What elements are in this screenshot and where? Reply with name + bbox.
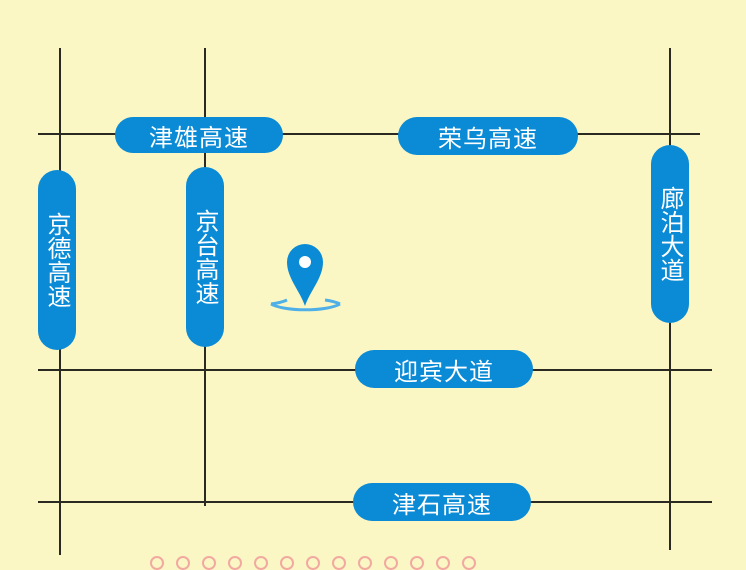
dot [436, 556, 450, 570]
road-label-jingtai-text: 京台高速 [191, 209, 219, 305]
road-label-jingde-text: 京德高速 [43, 212, 71, 308]
dot [176, 556, 190, 570]
dot [202, 556, 216, 570]
dot [228, 556, 242, 570]
road-label-jingde: 京德高速 [38, 170, 76, 350]
road-label-langbo-text: 廊泊大道 [656, 186, 684, 282]
dot [332, 556, 346, 570]
road-label-yingbin: 迎宾大道 [355, 350, 533, 388]
road-label-jingtai: 京台高速 [186, 167, 224, 347]
road-label-jinxiong: 津雄高速 [115, 117, 283, 153]
decorative-dots [150, 556, 476, 570]
road-line-north [38, 133, 700, 135]
dot [280, 556, 294, 570]
dot [306, 556, 320, 570]
dot [150, 556, 164, 570]
location-pin-icon [270, 244, 341, 312]
road-label-rongwu: 荣乌高速 [398, 117, 578, 155]
dot [254, 556, 268, 570]
dot [384, 556, 398, 570]
road-label-langbo: 廊泊大道 [651, 145, 689, 323]
road-label-jinshi: 津石高速 [353, 483, 531, 521]
dot [358, 556, 372, 570]
dot [462, 556, 476, 570]
dot [410, 556, 424, 570]
